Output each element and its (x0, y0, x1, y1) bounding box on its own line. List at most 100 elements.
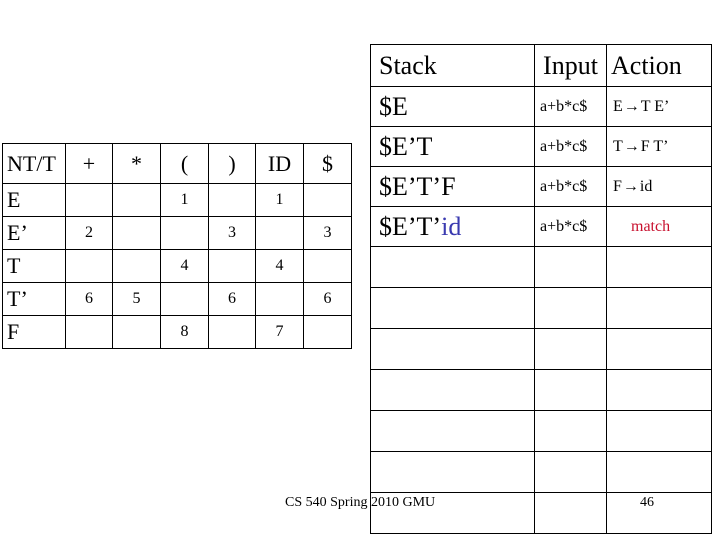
trace-table: Stack Input Action $E a+b*c$ E→T E’ $E’T… (370, 44, 712, 534)
table-cell: 6 (208, 282, 256, 316)
right-arrow-icon: → (623, 97, 640, 115)
trace-row: $E’T’F a+b*c$ F→id (370, 166, 712, 207)
trace-empty-row (370, 451, 712, 493)
empty-cell (534, 287, 607, 329)
action-rhs: T E’ (640, 97, 670, 115)
table-cell (255, 216, 304, 250)
stack-top: id (441, 211, 462, 241)
table-cell: 4 (160, 249, 209, 283)
parse-table-row: T’ 6 5 6 6 (2, 282, 352, 316)
page-number: 46 (640, 495, 654, 510)
input-cell: a+b*c$ (534, 206, 607, 247)
action-lhs: F (613, 177, 622, 195)
table-cell (65, 183, 113, 217)
parse-table-row: E 1 1 (2, 183, 352, 217)
parse-table-row: T 4 4 (2, 249, 352, 283)
empty-cell (370, 328, 535, 370)
empty-cell (534, 369, 607, 411)
action-cell: F→id (606, 166, 712, 207)
table-cell: 6 (303, 282, 352, 316)
empty-cell (606, 246, 712, 288)
trace-row: $E’T a+b*c$ T→F T’ (370, 126, 712, 167)
nonterminal-cell: E (2, 183, 66, 217)
table-cell (208, 315, 256, 349)
empty-cell (534, 246, 607, 288)
stack-cell: $E’T’F (370, 166, 535, 207)
empty-cell (606, 369, 712, 411)
header-star: * (112, 143, 161, 184)
empty-cell (370, 451, 535, 493)
action-lhs: E (613, 97, 623, 115)
table-cell (208, 249, 256, 283)
trace-header-row: Stack Input Action (370, 44, 712, 87)
table-cell (160, 282, 209, 316)
empty-cell (370, 410, 535, 452)
table-cell (303, 315, 352, 349)
trace-row: $E’T’id a+b*c$ match (370, 206, 712, 247)
table-cell: 3 (208, 216, 256, 250)
header-dollar: $ (303, 143, 352, 184)
parse-table-row: F 8 7 (2, 315, 352, 349)
table-cell (112, 249, 161, 283)
stack-value: $E’T’ (379, 211, 442, 241)
table-cell (303, 183, 352, 217)
trace-empty-row (370, 492, 712, 534)
right-arrow-icon: → (622, 177, 639, 195)
action-rhs: id (639, 177, 653, 195)
table-cell: 2 (65, 216, 113, 250)
trace-empty-row (370, 287, 712, 329)
empty-cell (370, 369, 535, 411)
trace-row: $E a+b*c$ E→T E’ (370, 86, 712, 127)
table-cell (112, 216, 161, 250)
empty-cell (534, 492, 607, 534)
empty-cell (370, 246, 535, 288)
table-cell: 6 (65, 282, 113, 316)
nonterminal-cell: F (2, 315, 66, 349)
trace-empty-row (370, 369, 712, 411)
empty-cell (534, 328, 607, 370)
trace-empty-row (370, 328, 712, 370)
input-cell: a+b*c$ (534, 126, 607, 167)
input-cell: a+b*c$ (534, 166, 607, 207)
table-cell (255, 282, 304, 316)
table-cell: 4 (255, 249, 304, 283)
stack-cell: $E (370, 86, 535, 127)
stack-cell: $E’T’id (370, 206, 535, 247)
table-cell: 8 (160, 315, 209, 349)
table-cell: 1 (255, 183, 304, 217)
parse-table-header-row: NT/T + * ( ) ID $ (2, 143, 352, 184)
table-cell (112, 183, 161, 217)
header-lparen: ( (160, 143, 209, 184)
header-nt-t: NT/T (2, 143, 66, 184)
nonterminal-cell: T (2, 249, 66, 283)
nonterminal-cell: T’ (2, 282, 66, 316)
action-rhs: F T’ (640, 137, 669, 155)
trace-empty-row (370, 410, 712, 452)
stack-value: $E (379, 91, 408, 121)
empty-cell (606, 451, 712, 493)
empty-cell (370, 492, 535, 534)
action-cell: E→T E’ (606, 86, 712, 127)
header-id: ID (255, 143, 304, 184)
table-cell (208, 183, 256, 217)
slide-footer: CS 540 Spring 2010 GMU (285, 495, 436, 510)
header-plus: + (65, 143, 113, 184)
header-rparen: ) (208, 143, 256, 184)
trace-empty-row (370, 246, 712, 288)
empty-cell (606, 492, 712, 534)
parse-table: NT/T + * ( ) ID $ E 1 1 E’ 2 3 3 T (2, 143, 352, 349)
nonterminal-cell: E’ (2, 216, 66, 250)
stack-value: $E’T’F (379, 171, 456, 201)
action-match: match (631, 217, 671, 235)
empty-cell (606, 287, 712, 329)
stack-header: Stack (370, 44, 535, 87)
input-header: Input (534, 44, 607, 87)
empty-cell (370, 287, 535, 329)
stack-cell: $E’T (370, 126, 535, 167)
right-arrow-icon: → (623, 137, 640, 155)
table-cell (65, 315, 113, 349)
table-cell (112, 315, 161, 349)
parse-table-row: E’ 2 3 3 (2, 216, 352, 250)
table-cell (303, 249, 352, 283)
